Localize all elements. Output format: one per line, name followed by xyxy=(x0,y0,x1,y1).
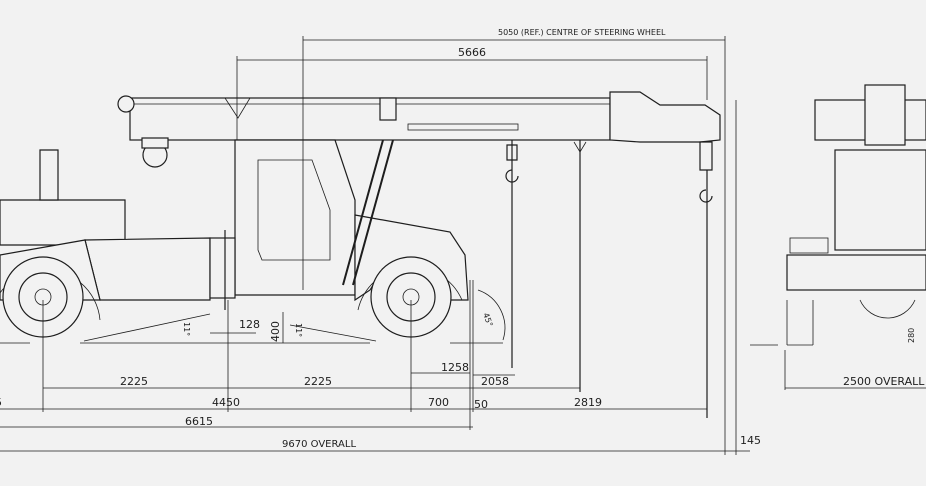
front-half-wheelbase-label: 2225 xyxy=(120,375,148,388)
hook-reach-label: 2819 xyxy=(574,396,602,409)
offset-label: 128 xyxy=(239,318,260,331)
left-partial-label: 5 xyxy=(0,396,2,409)
ground-lines xyxy=(0,313,778,346)
wheelbase-label: 4450 xyxy=(212,396,240,409)
steering-ref-label: 5050 (REF.) CENTRE OF STEERING WHEEL xyxy=(498,28,666,37)
boom-length-label: 5666 xyxy=(458,46,486,59)
dimension-lines xyxy=(0,36,750,455)
tip-label: 145 xyxy=(740,434,761,447)
boom xyxy=(117,91,721,418)
ramp-angle-label: 11° xyxy=(294,323,303,337)
end-view-clearance-label: 280 xyxy=(907,328,916,343)
front-wheel xyxy=(0,256,101,338)
dimension-labels: 5050 (REF.) CENTRE OF STEERING WHEEL 566… xyxy=(0,28,925,450)
departure-angle-label: 45° xyxy=(481,312,494,328)
gap-label: 50 xyxy=(474,398,488,411)
rear-overhang-label: 700 xyxy=(428,396,449,409)
body-length-label: 6615 xyxy=(185,415,213,428)
overall-length-label: 9670 OVERALL xyxy=(282,439,356,450)
rear-half-wheelbase-label: 2225 xyxy=(304,375,332,388)
hook2-label: 2058 xyxy=(481,375,509,388)
hook1-label: 1258 xyxy=(441,361,469,374)
clearance-height-label: 400 xyxy=(269,321,282,342)
end-view-width-label: 2500 OVERALL xyxy=(843,375,925,388)
end-view xyxy=(784,84,926,390)
approach-angle-label: 11° xyxy=(182,322,191,336)
